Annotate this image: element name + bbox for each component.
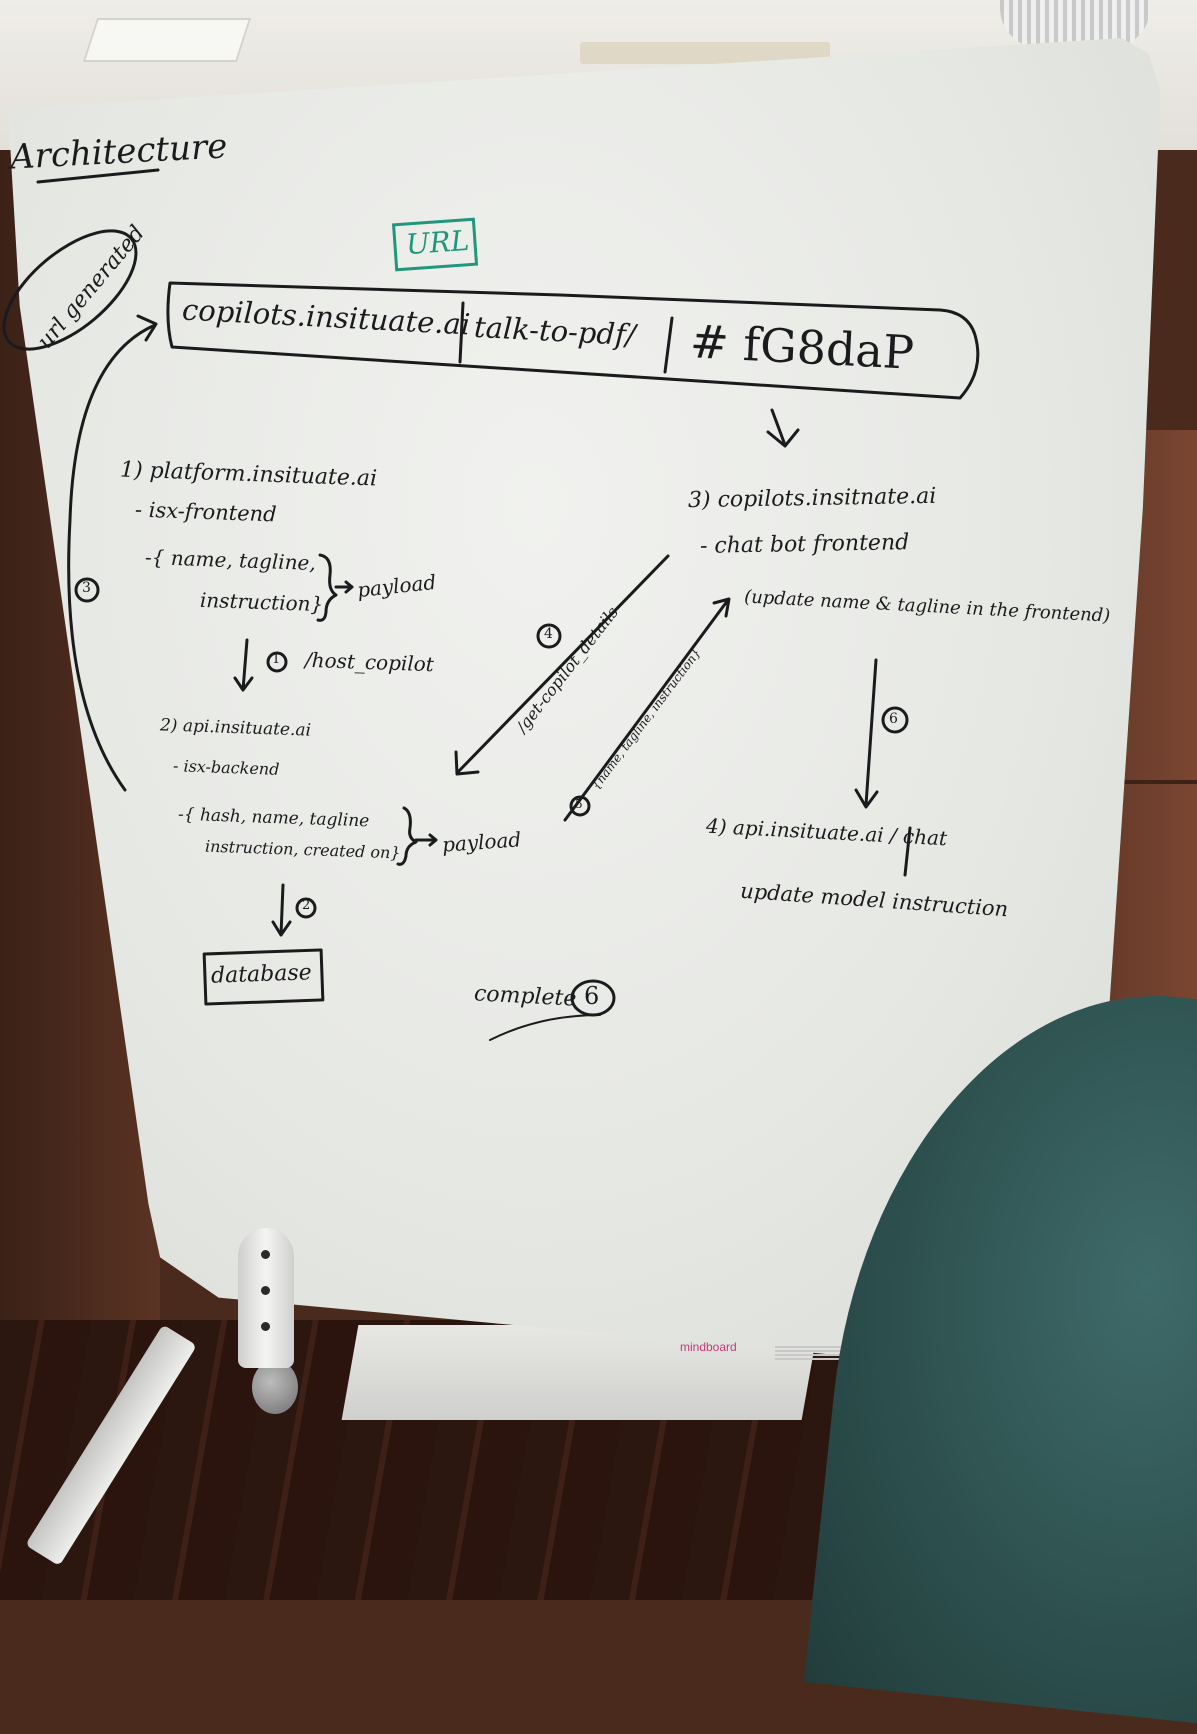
url-generated-label: url generated: [32, 221, 150, 354]
payload-arrow-1: [334, 580, 354, 594]
step-2-number: 2: [302, 898, 311, 913]
step-6-number: 6: [889, 711, 898, 727]
chat-line-1: update model instruction: [739, 878, 1009, 922]
payload-arrow-2: [414, 833, 438, 847]
board-title: Architecture: [9, 126, 229, 178]
chat-separator: [903, 826, 912, 877]
step-4-number: 4: [544, 626, 553, 642]
platform-line-1: - isx-frontend: [134, 497, 278, 527]
copilots-line-1: - chat bot frontend: [699, 530, 910, 559]
database-arrow: [271, 883, 292, 937]
database-label: database: [210, 960, 313, 989]
url-separator: [458, 301, 465, 364]
platform-heading: 1) platform.insituate.ai: [119, 457, 378, 492]
chat-down-arrow: [854, 658, 879, 809]
host-copilot-label: /host_copilot: [304, 647, 435, 677]
step-5-number: 5: [575, 797, 583, 811]
return-curve-arrow: [67, 323, 157, 792]
payload-bracket-1: [316, 553, 338, 622]
url-separator: [663, 316, 674, 374]
step-1-number: 1: [272, 652, 281, 667]
chat-heading: 4) api.insituate.ai / chat: [705, 813, 948, 851]
ceiling-fixture: [580, 42, 830, 64]
handwriting-layer: Architecture url generated URL copilots.…: [9, 126, 1111, 1012]
leg-bolt: [261, 1322, 270, 1331]
leg-bolt: [261, 1250, 270, 1259]
diagram-strokes: [2, 168, 980, 1041]
host-copilot-arrow: [233, 638, 254, 692]
complete-number: 6: [584, 982, 600, 1010]
return-payload-label: {name, tagline, instruction}: [588, 645, 704, 793]
url-label-box: [391, 217, 479, 272]
get-copilot-details-label: /get-copilot_details: [512, 602, 623, 737]
step-1-circle: [266, 651, 288, 673]
payload-label-1: payload: [355, 569, 438, 603]
step-2-circle: [295, 897, 317, 919]
url-generated-oval: [2, 229, 138, 351]
platform-line-2: -{ name, tagline,: [144, 545, 317, 575]
board-leg-left: [238, 1228, 294, 1368]
platform-line-3: instruction}: [199, 587, 324, 617]
url-down-arrow: [766, 408, 800, 448]
title-underline: [36, 168, 160, 184]
brand-label: mindboard: [680, 1340, 737, 1354]
return-curve-arrowhead: [136, 314, 158, 342]
step-4-circle: [536, 623, 562, 649]
complete-label: complete: [473, 981, 578, 1012]
copilots-heading: 3) copilots.insitnate.ai: [687, 483, 937, 514]
step-6-circle: [881, 706, 909, 734]
brand-fine-print: [775, 1344, 845, 1360]
url-box: [166, 281, 980, 400]
step-3-number: 3: [82, 580, 91, 596]
api-line-3: instruction, created on}: [204, 836, 401, 863]
api-heading: 2) api.insituate.ai: [159, 715, 312, 741]
database-box: [202, 948, 325, 1006]
update-note: (update name & tagline in the frontend): [743, 586, 1111, 627]
url-path: talk-to-pdf/: [473, 309, 637, 353]
get-details-arrow: [454, 554, 670, 776]
leg-bolt: [261, 1286, 270, 1295]
return-details-arrow: [563, 597, 731, 822]
api-line-2: -{ hash, name, tagline: [177, 804, 370, 832]
board-wheel: [252, 1360, 298, 1414]
wall-panel-seam: [1060, 780, 1197, 784]
url-hash: # fG8daP: [688, 314, 916, 380]
api-line-1: - isx-backend: [172, 756, 280, 779]
step-3-circle: [74, 577, 100, 603]
payload-label-2: payload: [441, 827, 522, 857]
url-host: copilots.insituate.ai: [181, 292, 472, 342]
complete-underline: [489, 1014, 601, 1041]
url-label: URL: [404, 223, 471, 262]
step-5-circle: [569, 795, 591, 817]
payload-bracket-2: [396, 806, 418, 866]
